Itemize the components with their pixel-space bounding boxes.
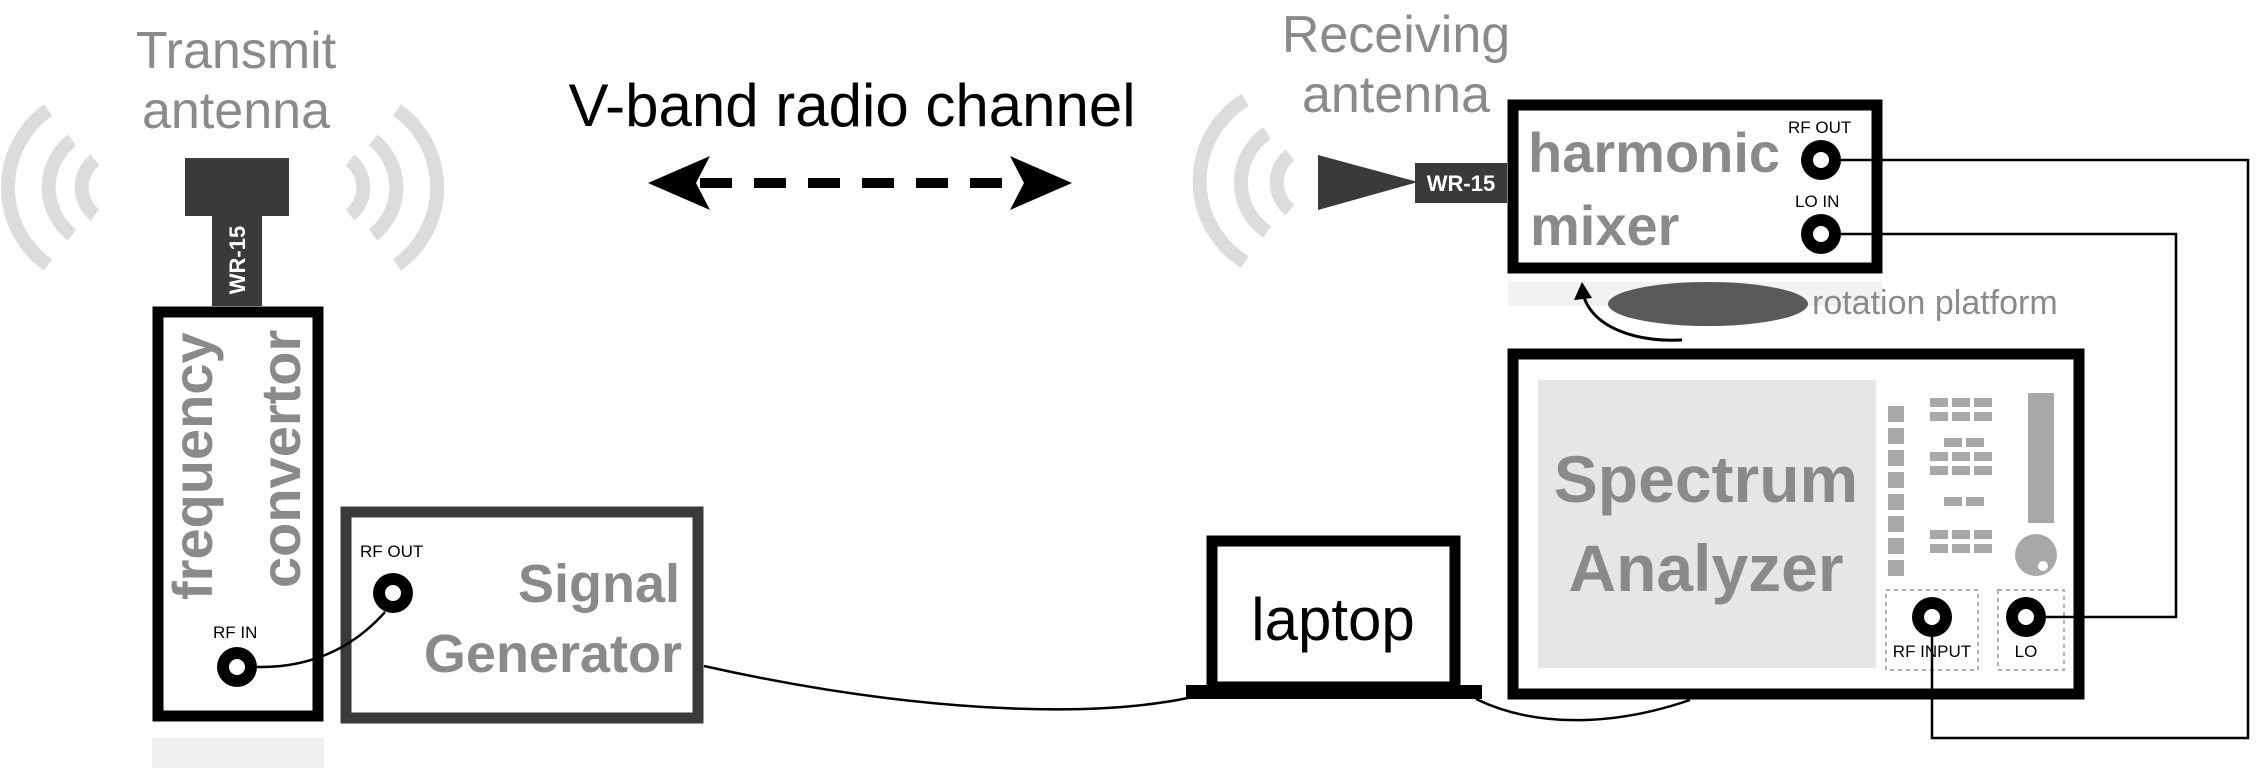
siggen-label-line2: Generator bbox=[424, 624, 682, 684]
transmit-horn-block bbox=[185, 158, 289, 216]
transmit-antenna: Transmit antenna WR-15 bbox=[1, 22, 444, 306]
sa-lo-area bbox=[1997, 589, 2065, 671]
transmit-waves-left-icon bbox=[1, 104, 100, 271]
rotation-platform-disc bbox=[1608, 282, 1808, 326]
harmonic-mixer: harmonic mixer RF OUT LO IN bbox=[1507, 99, 1883, 306]
freq-reflection bbox=[152, 738, 324, 768]
cable-laptop-to-sa bbox=[1475, 697, 1691, 722]
mixer-label-line1: harmonic bbox=[1528, 121, 1780, 184]
mixer-lo-in-label: LO IN bbox=[1795, 192, 1839, 211]
signal-generator: RF OUT Signal Generator bbox=[340, 506, 704, 724]
channel-label: V-band radio channel bbox=[568, 72, 1135, 139]
rotation-arrowhead-icon bbox=[1574, 282, 1592, 300]
transmit-waves-right-icon bbox=[345, 104, 444, 271]
receive-waveguide bbox=[1415, 163, 1507, 203]
laptop-base bbox=[1186, 685, 1482, 699]
transmit-label-line2: antenna bbox=[142, 82, 330, 140]
spectrum-analyzer: Spectrum Analyzer RF INPUT bbox=[1507, 348, 2085, 700]
receive-label-line1: Receiving bbox=[1282, 6, 1510, 64]
mixer-label-line2: mixer bbox=[1530, 194, 1679, 257]
radio-channel: V-band radio channel bbox=[568, 72, 1136, 210]
freq-label-line2: convertor bbox=[249, 330, 312, 588]
rotation-arrow bbox=[1580, 289, 1683, 342]
cable-siggen-to-laptop bbox=[703, 664, 1189, 711]
laptop: laptop bbox=[1186, 535, 1482, 699]
siggen-rf-out-label: RF OUT bbox=[360, 542, 423, 561]
rotation-label: rotation platform bbox=[1812, 284, 2058, 322]
sa-screen bbox=[1538, 380, 1876, 668]
sa-lo-label: LO bbox=[2015, 642, 2038, 661]
freq-label-line1: frequency bbox=[161, 332, 224, 600]
cable-mixer-rfout-to-sa-rfinput bbox=[1841, 158, 2250, 740]
sa-controls bbox=[1888, 393, 2057, 576]
transmit-label-line1: Transmit bbox=[136, 22, 337, 80]
receive-waves-icon bbox=[1192, 94, 1295, 268]
cables bbox=[256, 158, 2250, 740]
siggen-label-line1: Signal bbox=[518, 554, 680, 614]
mixer-rf-out-label: RF OUT bbox=[1788, 118, 1851, 137]
sa-label-line2: Analyzer bbox=[1568, 531, 1843, 605]
frequency-convertor: frequency convertor RF IN bbox=[152, 306, 324, 768]
arrow-left-icon bbox=[648, 156, 710, 210]
wr15-tx-label: WR-15 bbox=[225, 226, 250, 294]
sa-side-bar bbox=[2028, 393, 2054, 523]
sa-knob-icon bbox=[2015, 534, 2057, 576]
wr15-rx-label: WR-15 bbox=[1427, 171, 1495, 196]
receive-horn-icon bbox=[1318, 155, 1418, 210]
arrow-right-icon bbox=[1010, 156, 1072, 210]
freq-rf-in-label: RF IN bbox=[213, 623, 257, 642]
receive-label-line2: antenna bbox=[1302, 66, 1490, 124]
sa-label-line1: Spectrum bbox=[1554, 442, 1858, 516]
receiving-antenna: Receiving antenna WR-15 bbox=[1192, 6, 1510, 268]
cable-siggen-to-freqconv bbox=[256, 611, 386, 669]
laptop-label: laptop bbox=[1251, 586, 1414, 653]
cable-sa-lo-to-mixer-loin bbox=[1841, 232, 2178, 619]
rotation-platform: rotation platform bbox=[1574, 282, 2058, 342]
transmit-waveguide bbox=[212, 214, 262, 306]
